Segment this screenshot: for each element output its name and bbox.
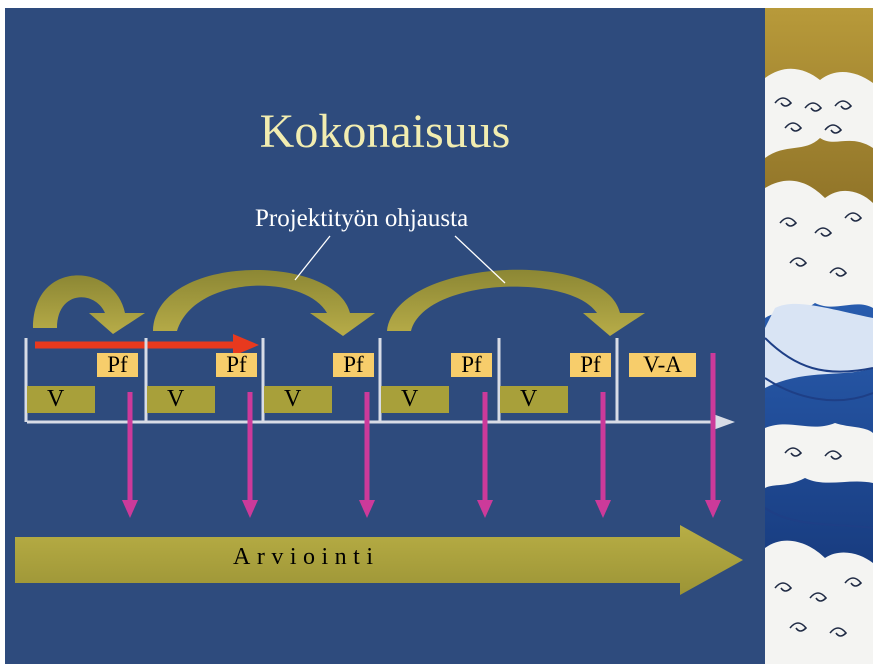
red-arrow-head bbox=[233, 334, 259, 356]
phase-pf-label: Pf bbox=[216, 353, 257, 377]
phase-v-label: V bbox=[381, 386, 449, 413]
phase-pf-label: Pf bbox=[333, 353, 374, 377]
evaluation-band-arrow bbox=[15, 525, 743, 595]
phase-v-label: V bbox=[500, 386, 568, 413]
curved-arrow-3 bbox=[387, 269, 645, 336]
evaluation-arrow bbox=[242, 392, 258, 518]
final-phase-label: V-A bbox=[629, 353, 696, 377]
evaluation-arrow bbox=[359, 392, 375, 518]
wave-decoration bbox=[765, 8, 873, 664]
phase-pf-label: Pf bbox=[97, 353, 138, 377]
phase-v-label: V bbox=[264, 386, 332, 413]
evaluation-arrow bbox=[477, 392, 493, 518]
evaluation-label: Arviointi bbox=[233, 544, 380, 570]
slide-title: Kokonaisuus bbox=[259, 105, 511, 158]
annotation-label: Projektityön ohjausta bbox=[255, 205, 469, 232]
phase-v-label: V bbox=[147, 386, 215, 413]
evaluation-arrow bbox=[595, 392, 611, 518]
slide-stage: Kokonaisuus Projektityön ohjausta V V V … bbox=[5, 8, 765, 664]
evaluation-arrow bbox=[122, 392, 138, 518]
phase-v-label: V bbox=[27, 386, 95, 413]
curved-arrow-1 bbox=[33, 275, 145, 334]
phase-pf-label: Pf bbox=[451, 353, 492, 377]
timeline-axis-arrowhead bbox=[713, 414, 735, 430]
pointer-line-left bbox=[294, 235, 331, 281]
phase-pf-label: Pf bbox=[570, 353, 611, 377]
pointer-line-right bbox=[454, 235, 506, 284]
process-diagram bbox=[15, 235, 743, 595]
evaluation-arrow bbox=[705, 353, 721, 518]
curved-arrow-2 bbox=[153, 270, 375, 336]
